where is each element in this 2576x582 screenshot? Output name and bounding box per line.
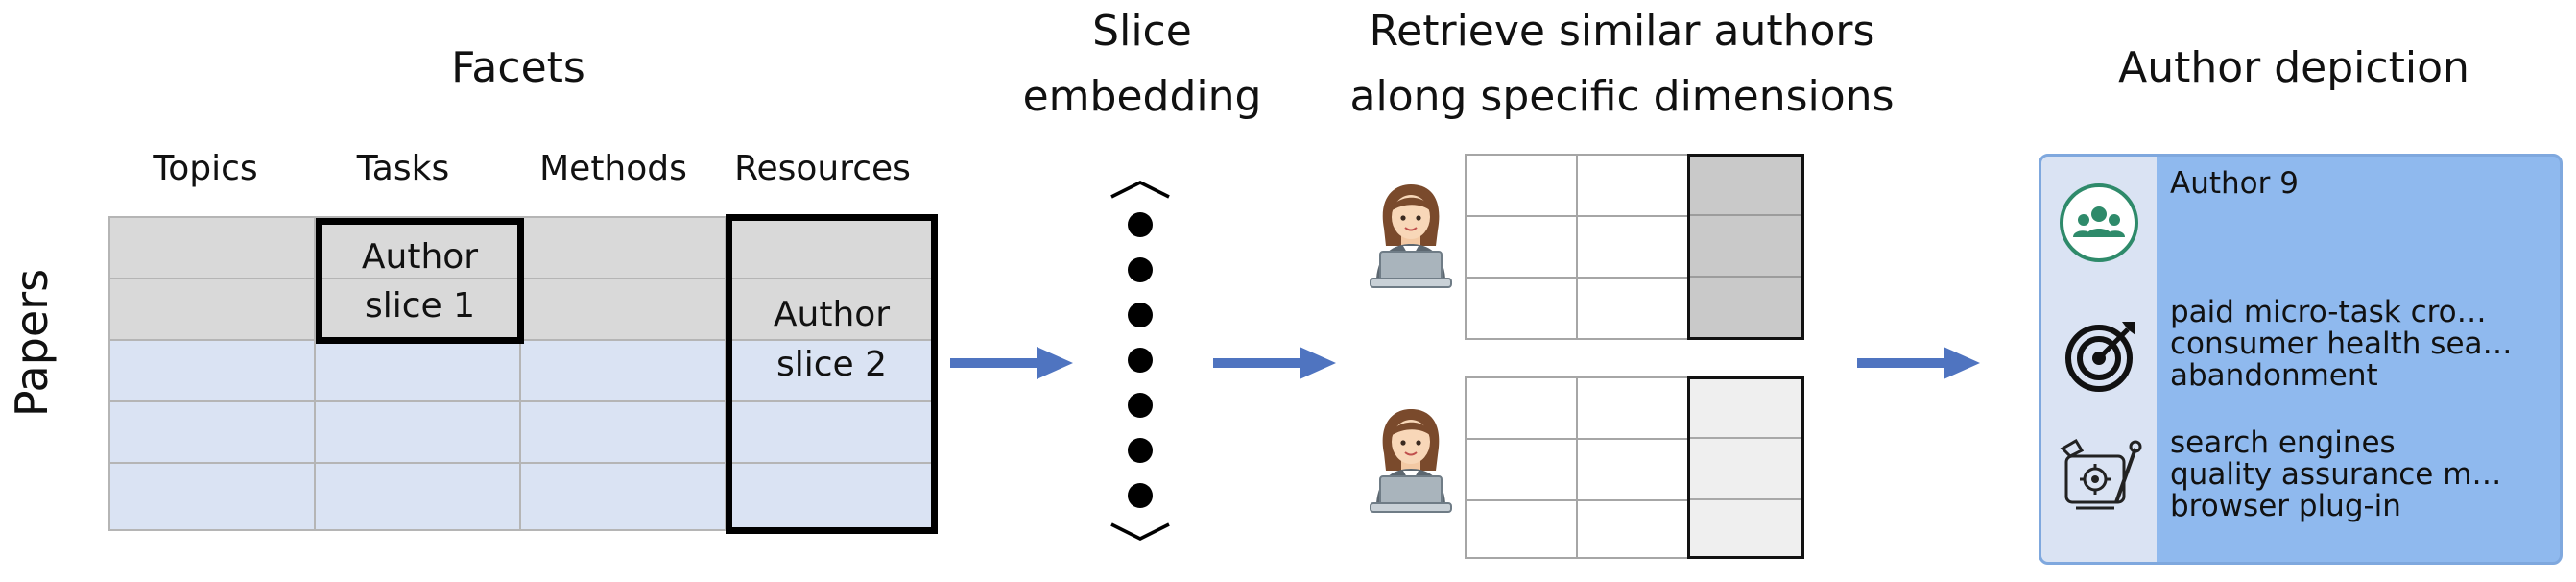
author-slice-2-label-line2: slice 2 xyxy=(775,345,888,384)
grid-cell xyxy=(1465,215,1578,279)
grid-cell xyxy=(519,216,727,279)
author-at-laptop-icon xyxy=(1370,409,1452,513)
grid-cell xyxy=(519,400,727,464)
highlighted-column-border xyxy=(1687,376,1804,559)
author-slice-1-box xyxy=(316,218,524,344)
grid-cell xyxy=(1576,154,1689,217)
author-slice-2-box xyxy=(726,214,938,534)
author-slice-2-label-line1: Author xyxy=(773,295,891,334)
grid-cell xyxy=(1465,438,1578,501)
group-icon xyxy=(2060,183,2138,262)
resource-item: search engines xyxy=(2170,425,2396,460)
resource-item: quality assurance m… xyxy=(2170,457,2502,492)
grid-line xyxy=(1687,437,1804,439)
grid-cell xyxy=(108,462,316,531)
grid-cell xyxy=(314,216,521,279)
embedding-dot xyxy=(1128,212,1153,237)
grid-cell xyxy=(1576,499,1689,559)
embedding-dot xyxy=(1128,483,1153,508)
retrieve-title-line1: Retrieve similar authors xyxy=(1369,7,1875,56)
author-slice-1-label-line2: slice 1 xyxy=(364,286,476,326)
grid-cell xyxy=(1465,376,1578,440)
grid-line xyxy=(1687,498,1804,500)
grid-cell xyxy=(108,216,316,279)
column-header-tasks: Tasks xyxy=(356,149,450,188)
arrow-right-icon xyxy=(1857,347,1980,379)
author-depiction-title: Author depiction xyxy=(2118,43,2469,92)
grid-cell xyxy=(1576,376,1689,440)
grid-cell xyxy=(108,339,316,402)
target-icon xyxy=(2065,322,2135,392)
grid-cell xyxy=(314,400,521,464)
task-item: abandonment xyxy=(2170,358,2378,393)
grid-cell xyxy=(1465,277,1578,340)
embedding-dot xyxy=(1128,257,1153,282)
grid-cell xyxy=(1576,215,1689,279)
bracket-top-icon xyxy=(1110,181,1170,199)
task-item: paid micro-task cro… xyxy=(2170,295,2487,329)
embedding-dot xyxy=(1128,348,1153,373)
tools-gear-icon xyxy=(2060,438,2142,510)
grid-cell xyxy=(519,278,727,341)
embedding-dot xyxy=(1128,438,1153,463)
grid-line xyxy=(1687,214,1804,216)
highlighted-column-fill xyxy=(1687,154,1804,340)
author-slice-1-label-line1: Author xyxy=(361,237,479,277)
grid-cell xyxy=(1465,154,1578,217)
retrieve-title-line2: along specific dimensions xyxy=(1349,72,1895,121)
grid-cell xyxy=(314,339,521,402)
author-name: Author 9 xyxy=(2170,166,2299,201)
grid-cell xyxy=(725,339,937,402)
grid-cell xyxy=(1465,499,1578,559)
grid-cell xyxy=(1576,277,1689,340)
author-at-laptop-icon xyxy=(1370,184,1452,288)
grid-cell xyxy=(1576,438,1689,501)
highlighted-column-border xyxy=(1687,154,1804,340)
column-header-methods: Methods xyxy=(539,149,687,188)
grid-cell xyxy=(725,462,937,531)
task-item: consumer health sea… xyxy=(2170,327,2513,361)
arrow-right-icon xyxy=(1213,347,1336,379)
slice-embedding-title-line2: embedding xyxy=(1022,72,1262,121)
embedding-dot xyxy=(1128,303,1153,327)
grid-cell xyxy=(519,462,727,531)
embedding-dot xyxy=(1128,393,1153,418)
grid-cell xyxy=(314,462,521,531)
papers-axis-label: Papers xyxy=(6,268,58,418)
column-header-resources: Resources xyxy=(734,149,911,188)
grid-cell xyxy=(108,400,316,464)
slice-embedding-title-line1: Slice xyxy=(1092,7,1192,56)
grid-cell xyxy=(725,278,937,341)
grid-cell xyxy=(519,339,727,402)
arrow-right-icon xyxy=(950,347,1073,379)
grid-line xyxy=(1687,276,1804,278)
bracket-bottom-icon xyxy=(1110,522,1170,541)
author-depiction-card: Author 9 paid micro-task cro… consumer h… xyxy=(2039,154,2563,565)
resource-item: browser plug-in xyxy=(2170,489,2401,523)
facets-title: Facets xyxy=(451,43,585,92)
grid-cell xyxy=(108,278,316,341)
highlighted-column-fill xyxy=(1687,376,1804,559)
column-header-topics: Topics xyxy=(153,149,258,188)
